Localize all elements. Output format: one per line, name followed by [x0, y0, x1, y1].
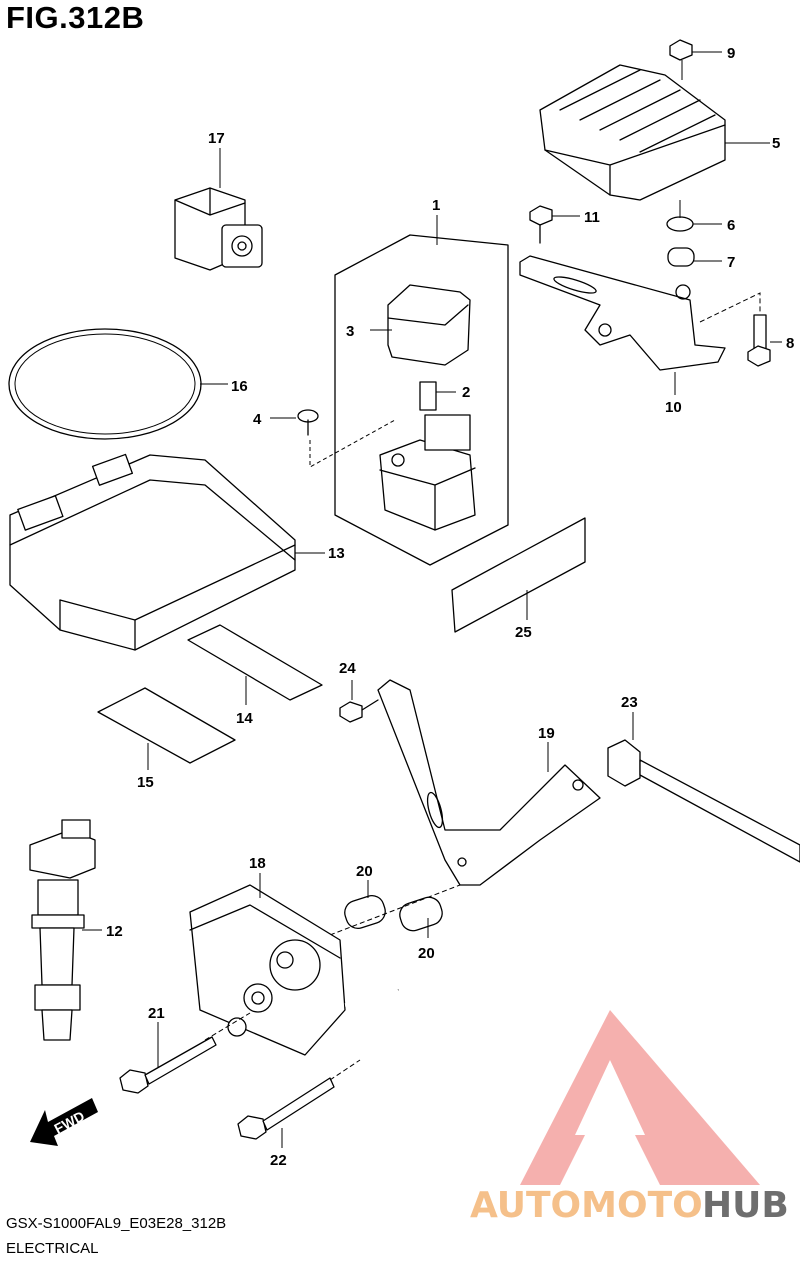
callout-17: 17 [208, 130, 225, 147]
callout-7: 7 [727, 254, 735, 271]
part-15-label-sheet [97, 687, 236, 770]
part-25-sheet [451, 517, 586, 633]
callout-13: 13 [328, 545, 345, 562]
callout-16: 16 [231, 378, 248, 395]
figure-code: GSX-S1000FAL9_E03E28_312B [6, 1215, 227, 1232]
part-8-bolt [747, 314, 782, 367]
callout-9: 9 [727, 45, 735, 62]
part-21-bolt [119, 1012, 251, 1094]
part-20-collar-a [344, 880, 386, 930]
part-10-bracket [519, 255, 761, 395]
part-3-relay-cover [370, 284, 471, 366]
callout-20b: 20 [418, 945, 435, 962]
figure-name: ELECTRICAL [6, 1240, 99, 1257]
part-6-grommet [666, 200, 722, 232]
callout-8: 8 [786, 335, 794, 352]
part-1-relay-assembly-frame [334, 215, 509, 566]
callout-15: 15 [137, 774, 154, 791]
part-19-bracket [377, 679, 601, 886]
part-18-module [189, 873, 399, 1056]
callout-10: 10 [665, 399, 682, 416]
part-20-collar-b [399, 896, 443, 938]
callout-2: 2 [462, 384, 470, 401]
callout-1: 1 [432, 197, 440, 214]
part-14-label-sheet [187, 624, 323, 705]
callout-25: 25 [515, 624, 532, 641]
part-1-starter-relay [379, 414, 476, 531]
part-4-screw [270, 409, 396, 468]
part-5-regulator [539, 64, 770, 201]
part-23-cable-tie [607, 712, 800, 863]
watermark-text-b: HUB [702, 1185, 789, 1226]
part-12-ignition-coil [29, 819, 102, 1041]
callout-3: 3 [346, 323, 354, 340]
callout-4: 4 [253, 411, 262, 428]
part-13-ecm [9, 453, 325, 651]
fwd-arrow: FWD [30, 1098, 98, 1146]
callout-18: 18 [249, 855, 266, 872]
callout-labels: 1 2 3 4 5 6 7 8 9 10 11 12 13 14 15 16 1… [106, 45, 794, 1169]
callout-11: 11 [584, 209, 600, 226]
callout-21: 21 [148, 1005, 165, 1022]
watermark-text-a: AUTOMOTO [470, 1185, 703, 1226]
callout-12: 12 [106, 923, 123, 940]
part-17-connector [174, 148, 263, 271]
figure-title: FIG.312B [6, 0, 145, 35]
part-7-collar [667, 247, 722, 267]
callout-20a: 20 [356, 863, 373, 880]
callout-6: 6 [727, 217, 735, 234]
part-11-bolt [529, 205, 580, 244]
part-24-bolt [339, 680, 379, 723]
callout-5: 5 [772, 135, 780, 152]
part-16-gasket-ring [8, 328, 228, 440]
part-9-nut [669, 39, 722, 80]
callout-14: 14 [236, 710, 253, 727]
watermark-logo [520, 1010, 760, 1185]
callout-22: 22 [270, 1152, 287, 1169]
callout-23: 23 [621, 694, 638, 711]
callout-24: 24 [339, 660, 356, 677]
callout-19: 19 [538, 725, 555, 742]
part-22-bolt [237, 1059, 361, 1148]
part-2-fuse [419, 381, 456, 411]
